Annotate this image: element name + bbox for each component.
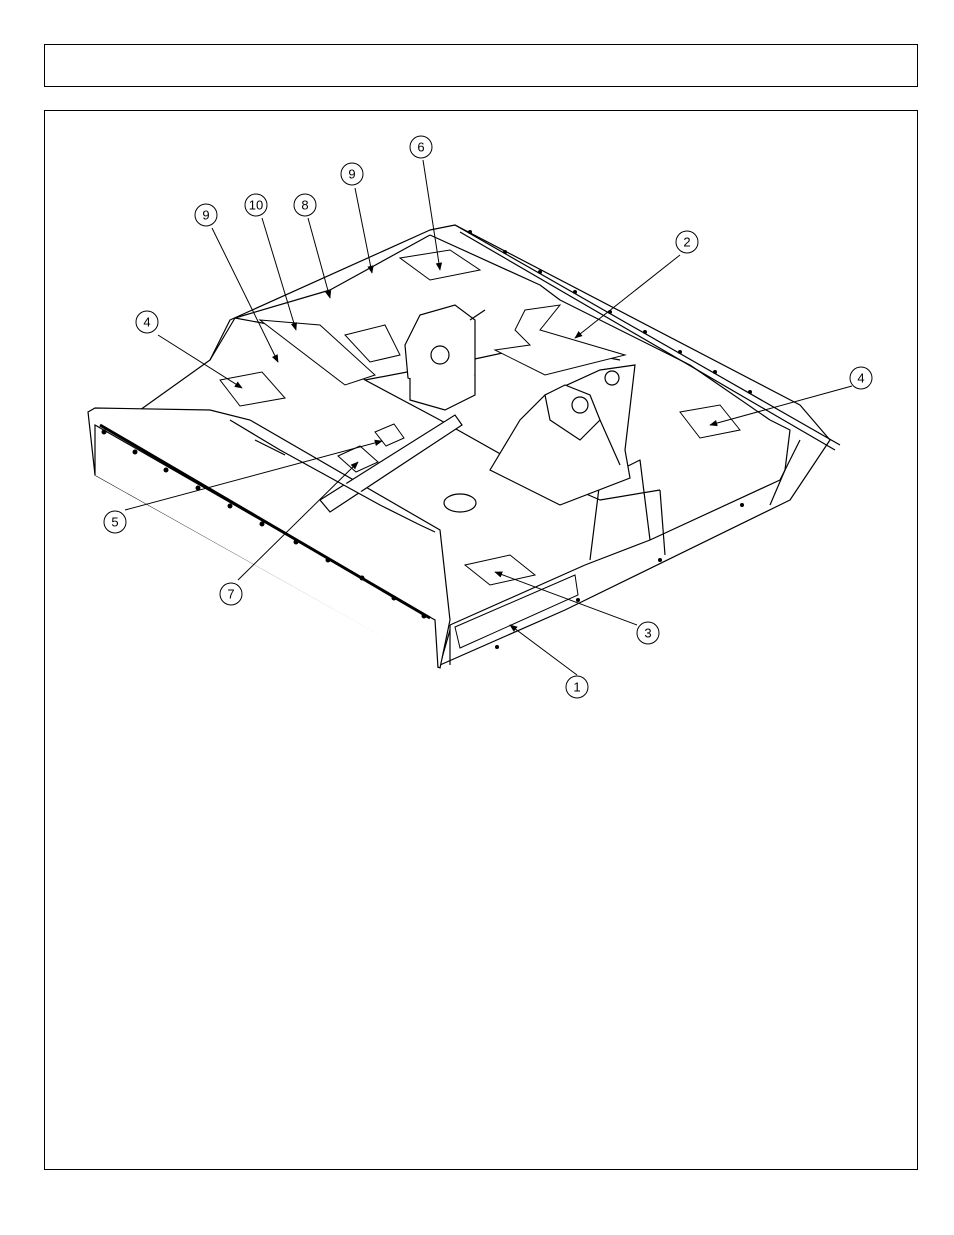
leader-1 — [510, 625, 577, 675]
callout-10-label: 10 — [249, 198, 263, 213]
callout-7: 7 — [220, 583, 242, 605]
callout-4-left: 4 — [136, 311, 158, 333]
callout-1-label: 1 — [573, 680, 580, 695]
callout-2: 2 — [676, 231, 698, 253]
callout-9-top-label: 9 — [348, 167, 355, 182]
callout-8-label: 8 — [301, 198, 308, 213]
callout-9-left: 9 — [195, 204, 217, 226]
callout-9-left-label: 9 — [202, 208, 209, 223]
callout-3-label: 3 — [644, 626, 651, 641]
callout-3: 3 — [637, 622, 659, 644]
callout-8: 8 — [294, 194, 316, 216]
callout-9-top: 9 — [341, 163, 363, 185]
callout-7-label: 7 — [227, 587, 234, 602]
callout-5: 5 — [104, 511, 126, 533]
callout-4-right-label: 4 — [857, 371, 864, 386]
callout-4-right: 4 — [850, 367, 872, 389]
callout-10: 10 — [245, 194, 267, 216]
callout-1: 1 — [566, 676, 588, 698]
callout-6-label: 6 — [417, 140, 424, 155]
callout-4-left-label: 4 — [143, 315, 150, 330]
callout-5-label: 5 — [111, 515, 118, 530]
callout-2-label: 2 — [683, 235, 690, 250]
callout-6: 6 — [410, 136, 432, 158]
gearbox — [405, 305, 485, 410]
